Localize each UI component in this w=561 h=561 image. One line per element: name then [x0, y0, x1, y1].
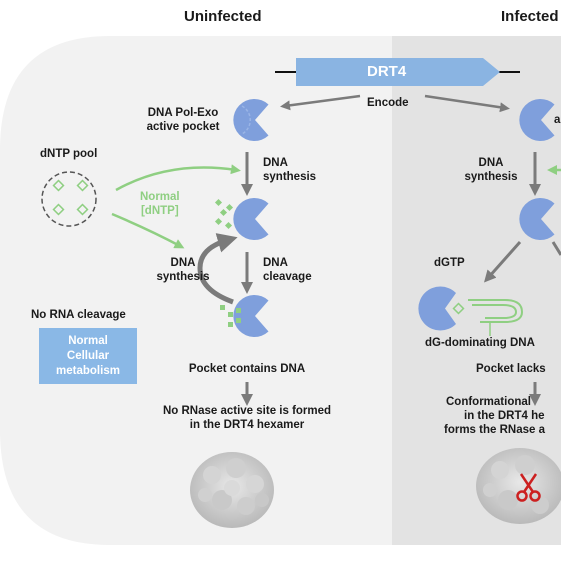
dgtp-molecule	[452, 302, 465, 315]
dna-synthesis-main-line2: synthesis	[263, 171, 317, 183]
green-arrow-lower	[111, 212, 185, 249]
dna-cleavage-line2: cleavage	[263, 271, 312, 283]
dgtp-label: dGTP	[434, 257, 465, 269]
dntp-pool-circle	[41, 171, 97, 227]
dna-synthesis-infected-line1: DNA	[478, 157, 504, 169]
status-box-line2: Cellular	[66, 349, 110, 362]
dna-cleavage-line1: DNA	[263, 257, 288, 269]
hexamer-structure-uninfected	[190, 452, 274, 528]
enzyme-mid-infected	[519, 198, 555, 240]
pocket-lacks-label: Pocket lacks	[476, 363, 546, 375]
dna-synthesis-main: DNA synthesis	[263, 156, 316, 184]
arrow-infected-right	[551, 241, 561, 256]
enzyme-top-infected	[519, 99, 555, 141]
header-infected: Infected	[501, 8, 559, 25]
outcome-uninfected-line2: in the DRT4 hexamer	[189, 419, 305, 431]
arrow-to-dgtp	[484, 241, 522, 283]
pocket-label-line1: DNA Pol-Exo	[147, 107, 219, 119]
status-box-line3: metabolism	[56, 364, 120, 377]
outcome-infected-line3: forms the RNase a	[444, 424, 545, 436]
status-box-line1: Normal	[68, 334, 108, 347]
dg-dna-strand	[468, 299, 524, 323]
normal-dntp-label: Normal [dNTP]	[140, 190, 180, 218]
green-arrow-upper	[115, 164, 241, 192]
status-box: Normal Cellular metabolism	[39, 328, 137, 384]
encode-label: Encode	[367, 97, 409, 109]
arrow-synthesis-loop	[197, 233, 238, 305]
outcome-uninfected-line1: No RNase active site is formed	[162, 405, 332, 417]
dg-dominating-label: dG-dominating DNA	[425, 337, 535, 349]
dna-synthesis-loop: DNA synthesis	[152, 256, 214, 284]
enzyme-low-uninfected	[233, 295, 269, 337]
pocket-label: DNA Pol-Exo active pocket	[133, 106, 233, 134]
dna-cleavage-label: DNA cleavage	[263, 256, 312, 284]
header-uninfected: Uninfected	[184, 8, 262, 25]
dna-synthesis-loop-line2: synthesis	[156, 271, 210, 283]
enzyme-dgtp-infected	[418, 286, 456, 331]
gene-arrow	[296, 58, 500, 86]
normal-dntp-line1: Normal	[140, 191, 180, 203]
outcome-infected-line1: Conformational	[446, 396, 531, 408]
outcome-uninfected: No RNase active site is formed in the DR…	[137, 404, 357, 432]
outcome-infected-line2: in the DRT4 he	[464, 410, 545, 422]
no-rna-cleavage-label: No RNA cleavage	[31, 309, 126, 321]
outcome-infected: Conformational in the DRT4 he forms the …	[444, 395, 561, 437]
encode-arrow-right	[424, 94, 510, 113]
scissors-icon	[516, 473, 541, 502]
dna-synthesis-infected-line2: synthesis	[464, 171, 518, 183]
dna-synthesis-loop-line1: DNA	[170, 257, 196, 269]
hexamer-structure-infected	[476, 448, 561, 524]
enzyme-mid-uninfected	[233, 198, 269, 241]
dntp-pool-label: dNTP pool	[40, 148, 98, 160]
dntp-molecules	[52, 179, 89, 216]
encode-arrow-left	[280, 94, 361, 111]
normal-dntp-line2: [dNTP]	[140, 205, 179, 217]
gene-name: DRT4	[367, 63, 407, 80]
dna-bits-low	[220, 305, 241, 327]
pocket-label-line2: active pocket	[146, 121, 220, 133]
pocket-outline	[241, 105, 251, 135]
dna-bits-mid	[214, 198, 234, 230]
dna-synthesis-infected: DNA synthesis	[456, 156, 526, 184]
pocket-label-infected: a	[554, 114, 561, 126]
dna-synthesis-main-line1: DNA	[263, 157, 288, 169]
pocket-contains-label: Pocket contains DNA	[188, 363, 306, 375]
